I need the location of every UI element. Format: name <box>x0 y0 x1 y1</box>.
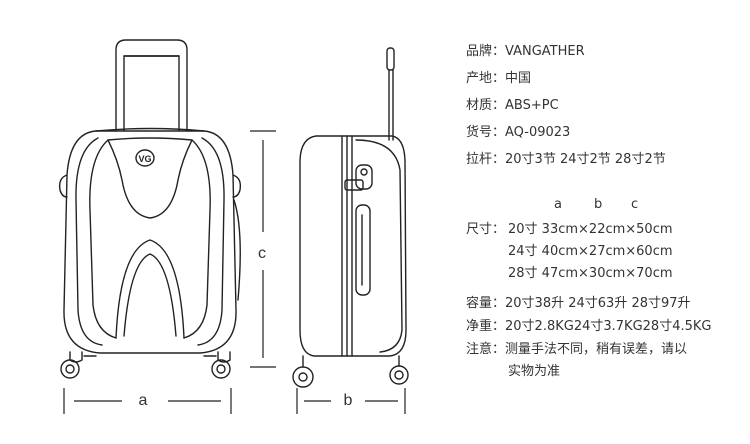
spec-value: 20寸38升 24寸63升 28寸97升 <box>505 296 691 311</box>
size-header-c: c <box>631 197 639 212</box>
size-line-24: 24寸 40cm×27cm×60cm <box>508 244 673 259</box>
lock <box>355 164 373 190</box>
spec-label: 品牌： <box>466 44 506 59</box>
spec-label: 注意： <box>466 342 506 357</box>
front-handle <box>115 39 188 132</box>
spec-label: 材质： <box>466 98 506 113</box>
spec-value: AQ-09023 <box>505 125 571 140</box>
side-handle <box>386 47 395 71</box>
luggage-diagram: VG a b c <box>58 39 409 414</box>
size-header-a: a <box>554 197 562 212</box>
spec-size: 尺寸： <box>466 222 505 238</box>
spec-brand: 品牌：VANGATHER <box>466 44 585 60</box>
side-grip <box>355 204 371 296</box>
size-line-28: 28寸 47cm×30cm×70cm <box>508 266 673 281</box>
size-line-20: 20寸 33cm×22cm×50cm <box>508 222 673 237</box>
logo-text: VG <box>138 154 151 164</box>
spec-origin: 产地：中国 <box>466 71 531 87</box>
side-body <box>299 135 407 357</box>
spec-handle: 拉杆：20寸3节 24寸2节 28寸2节 <box>466 152 666 168</box>
side-view <box>292 47 409 388</box>
spec-value: ABS+PC <box>505 98 559 113</box>
spec-label: 尺寸： <box>466 222 506 237</box>
spec-value: 测量手法不同，稍有误差，请以 <box>505 342 688 357</box>
spec-value: 20寸3节 24寸2节 28寸2节 <box>505 152 666 167</box>
dim-c-label: c <box>258 245 266 262</box>
front-body <box>63 130 237 354</box>
spec-value: 20寸2.8KG24寸3.7KG28寸4.5KG <box>505 319 712 334</box>
spec-item-no: 货号：AQ-09023 <box>466 125 570 141</box>
spec-label: 货号： <box>466 125 506 140</box>
spec-note: 注意：测量手法不同，稍有误差，请以 <box>466 342 687 358</box>
spec-net-weight: 净重：20寸2.8KG24寸3.7KG28寸4.5KG <box>466 319 711 335</box>
size-header-b: b <box>594 197 603 212</box>
spec-material: 材质：ABS+PC <box>466 98 559 114</box>
front-view <box>58 39 242 379</box>
logo-badge <box>135 149 155 167</box>
spec-value: VANGATHER <box>505 44 585 59</box>
spec-label: 容量： <box>466 296 506 311</box>
dim-b-label: b <box>344 392 353 409</box>
spec-label: 拉杆： <box>466 152 506 167</box>
spec-label: 产地： <box>466 71 506 86</box>
spec-label: 净重： <box>466 319 506 334</box>
dim-a-label: a <box>139 392 148 409</box>
spec-value: 中国 <box>505 71 532 86</box>
note-line-2: 实物为准 <box>508 364 561 379</box>
spec-capacity: 容量：20寸38升 24寸63升 28寸97升 <box>466 296 691 312</box>
